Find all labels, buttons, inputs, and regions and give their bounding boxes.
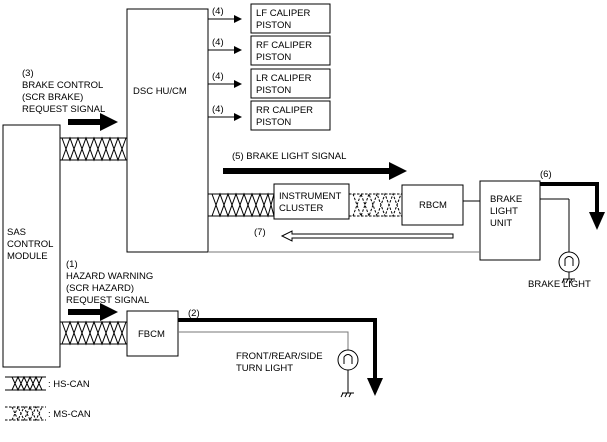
return-signal-arrow [280,230,454,242]
brake-output-arrow [540,182,605,230]
brake-control-request-label: (3) BRAKE CONTROL (SCR BRAKE) REQUEST SI… [22,68,105,115]
fbcm-block [126,310,179,357]
instrument-cluster-line1: INSTRUMENT [279,191,341,202]
brake-light-unit-line1: BRAKE [490,194,522,205]
caliper-lf: (4) LF CALIPER PISTON [208,3,331,34]
caliper-rf-line1: RF CALIPER [256,40,312,51]
svg-text:(1): (1) [66,259,78,270]
caliper-lf-num: (4) [212,6,224,17]
svg-text:REQUEST SIGNAL: REQUEST SIGNAL [22,104,105,115]
legend-ms-can: : MS-CAN [5,405,91,422]
brake-output-num: (6) [540,169,552,180]
legend-hs-can: : HS-CAN [5,375,90,392]
caliper-rr-num: (4) [212,104,224,115]
caliper-lr-line2: PISTON [256,85,291,96]
caliper-rr-line2: PISTON [256,117,291,128]
brake-control-arrow [68,113,118,131]
svg-text:HAZARD WARNING: HAZARD WARNING [66,271,153,282]
svg-text:(SCR BRAKE): (SCR BRAKE) [22,92,83,103]
caliper-lr-num: (4) [212,71,224,82]
turn-light-icon [178,331,359,398]
caliper-lr-line1: LR CALIPER [256,73,312,84]
svg-text:BRAKE CONTROL: BRAKE CONTROL [22,80,103,91]
hs-can-dsc-cluster [208,192,275,218]
svg-text:REQUEST SIGNAL: REQUEST SIGNAL [66,295,149,306]
brake-light-label: BRAKE LIGHT [528,279,591,290]
legend-hs-can-label: : HS-CAN [48,379,90,390]
rbcm-label: RBCM [419,200,447,211]
hazard-warning-arrow [68,303,118,321]
dsc-hu-cm-block [126,8,209,253]
caliper-rr: (4) RR CALIPER PISTON [208,100,331,131]
brake-light-unit-line3: UNIT [490,218,512,229]
sas-label-1: SAS [7,227,26,238]
brake-light-unit-block [479,180,541,261]
caliper-rf: (4) RF CALIPER PISTON [208,35,331,66]
sas-label-3: MODULE [7,251,48,262]
caliper-lr-box [250,68,331,99]
caliper-lr: (4) LR CALIPER PISTON [208,68,331,99]
brake-light-unit-line2: LIGHT [490,206,518,217]
sas-control-module-block [2,124,61,368]
instrument-cluster-block [273,183,350,220]
rbcm-block [401,184,464,226]
hs-can-sas-fbcm [60,320,127,346]
sas-label-2: CONTROL [7,239,53,250]
brake-light-signal-arrow [223,162,407,180]
svg-text:(3): (3) [22,68,34,79]
caliper-lf-line1: LF CALIPER [256,8,311,19]
caliper-lf-box [250,3,331,34]
caliper-rf-line2: PISTON [256,52,291,63]
instrument-cluster-line2: CLUSTER [279,203,323,214]
caliper-rf-num: (4) [212,37,224,48]
fbcm-output-arrow [178,318,383,396]
hazard-warning-request-label: (1) HAZARD WARNING (SCR HAZARD) REQUEST … [66,259,153,306]
caliper-lf-line2: PISTON [256,20,291,31]
turn-light-line1: FRONT/REAR/SIDE [236,351,323,362]
hs-can-sas-dsc [60,136,127,162]
fbcm-label: FBCM [138,329,165,340]
fbcm-output-num: (2) [188,308,200,319]
brake-light-icon [540,198,580,284]
ms-can-cluster-rbcm [349,192,402,218]
dsc-hu-cm-label: DSC HU/CM [133,86,187,97]
return-signal-num: (7) [254,227,266,238]
caliper-rr-box [250,100,331,131]
svg-text:(SCR HAZARD): (SCR HAZARD) [66,283,134,294]
caliper-rr-line1: RR CALIPER [256,105,313,116]
legend-ms-can-label: : MS-CAN [48,409,91,420]
caliper-rf-box [250,35,331,66]
turn-light-line2: TURN LIGHT [236,363,293,374]
brake-light-signal-label: (5) BRAKE LIGHT SIGNAL [232,151,346,162]
